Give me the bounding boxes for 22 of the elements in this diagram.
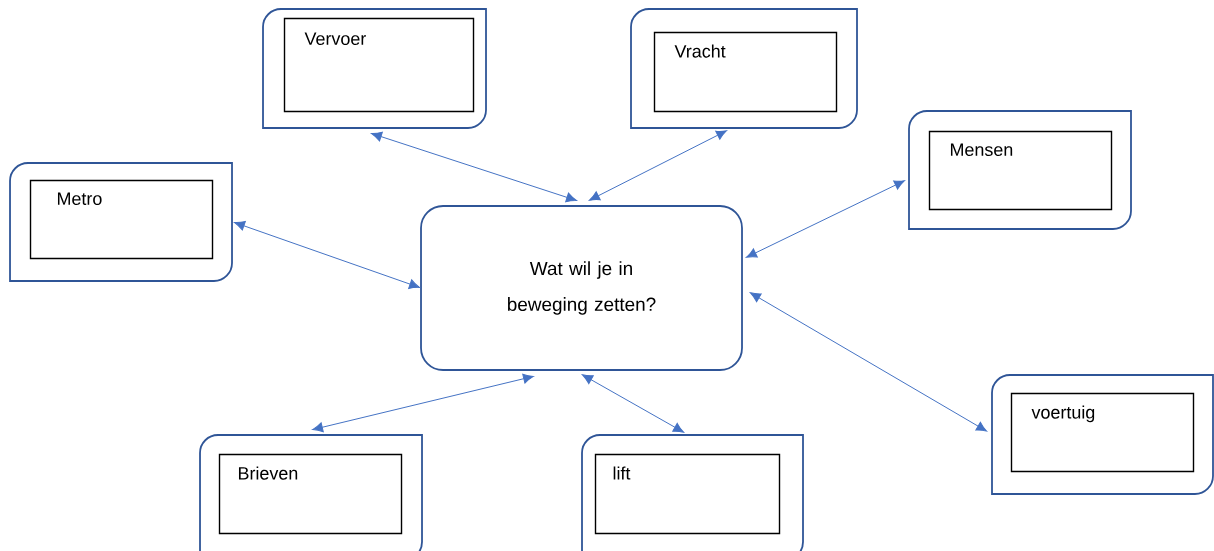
arrow <box>589 130 727 201</box>
outer-box <box>199 434 423 551</box>
arrow <box>234 221 420 289</box>
text-box: voertuig <box>1010 392 1195 473</box>
outer-box <box>581 434 804 551</box>
text-box: Brieven <box>218 453 403 535</box>
outer-box <box>991 374 1214 495</box>
arrow <box>582 374 684 433</box>
text-box: Vervoer <box>283 17 475 113</box>
text-box: lift <box>594 453 781 535</box>
arrow <box>750 292 987 432</box>
outer-box <box>262 8 487 129</box>
outer-box <box>9 162 233 282</box>
arrow <box>746 180 905 258</box>
arrow <box>371 131 577 203</box>
text-box: Vracht <box>653 31 838 113</box>
outer-box <box>630 8 858 129</box>
outer-box <box>908 110 1132 230</box>
question-box: Wat wil je in beweging zetten? <box>420 205 743 371</box>
text-box: Metro <box>29 179 214 260</box>
arrow <box>312 373 534 433</box>
text-box: Mensen <box>928 130 1113 211</box>
